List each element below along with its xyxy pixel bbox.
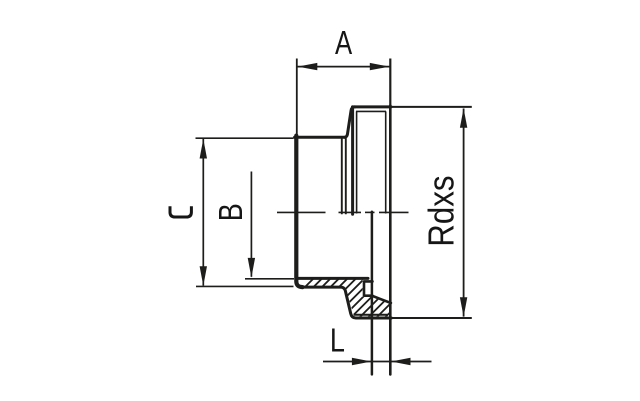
svg-text:A: A: [335, 25, 352, 62]
svg-text:L: L: [330, 323, 345, 359]
svg-text:B: B: [214, 203, 250, 221]
svg-text:Rdxs: Rdxs: [421, 175, 462, 246]
